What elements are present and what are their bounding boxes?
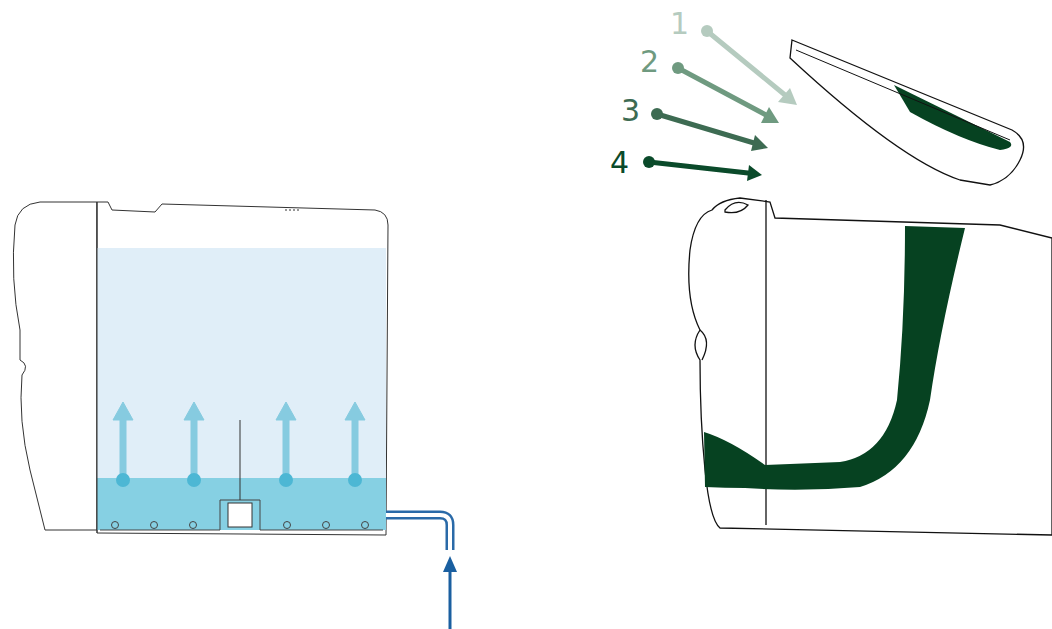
device-body: [689, 198, 1052, 535]
callout-number: 1: [670, 9, 689, 39]
inlet-pipe: [386, 515, 457, 629]
callout-arrows: [643, 25, 797, 181]
rising-water-arrows: [113, 402, 365, 487]
callout-number: 2: [640, 47, 659, 77]
water-tank: [13, 202, 388, 535]
device-lid: [790, 40, 1024, 185]
bottom-holes: [112, 522, 369, 529]
callout-number: 3: [621, 96, 640, 126]
callout-number: 4: [610, 148, 629, 178]
